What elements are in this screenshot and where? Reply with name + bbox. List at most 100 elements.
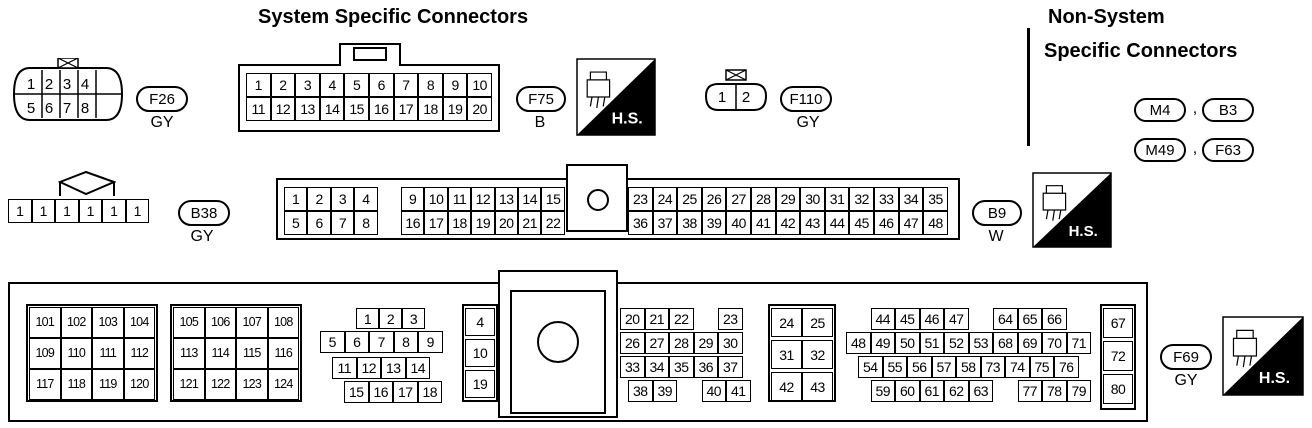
- connector-f75-tag: F75: [516, 86, 566, 112]
- connector-pin: 6: [344, 331, 369, 353]
- connector-pin: 80: [1103, 374, 1133, 404]
- connector-pin: 107: [236, 307, 268, 338]
- connector-pin: 2: [270, 73, 296, 97]
- connector-pin: 114: [204, 338, 236, 369]
- connector-pin: 11: [332, 357, 357, 379]
- connector-f69-tag: F69: [1160, 344, 1212, 370]
- connector-pin: 7: [330, 211, 355, 235]
- connector-pin: 49: [870, 332, 895, 354]
- connector-pin: 30: [718, 332, 743, 354]
- connector-pin: 8: [80, 100, 90, 117]
- connector-pin: 9: [401, 187, 425, 211]
- connector-pin: 67: [1103, 308, 1133, 338]
- f110-latch-mark: [725, 69, 747, 81]
- connector-pin: 25: [677, 187, 702, 211]
- connector-pin: 35: [923, 187, 948, 211]
- connector-pin: 73: [980, 356, 1005, 378]
- connector-pin: 39: [652, 380, 677, 402]
- connector-pin: 45: [895, 308, 920, 330]
- connector-pin: 120: [123, 369, 155, 400]
- connector-pin: 26: [620, 332, 645, 354]
- connector-pin: 58: [956, 356, 981, 378]
- hs-hand-icon: [1042, 185, 1067, 221]
- connector-f75-latch: [339, 43, 401, 66]
- connector-pin: 4: [465, 308, 495, 336]
- connector-f75-color: B: [534, 114, 546, 131]
- connector-pin: 101: [29, 307, 61, 338]
- connector-pin: 1: [102, 199, 126, 223]
- connector-pin: 10: [465, 339, 495, 367]
- connector-pin: 7: [62, 100, 72, 117]
- connector-pin: 36: [693, 356, 718, 378]
- connector-pin: 111: [92, 338, 124, 369]
- connector-pin: 57: [931, 356, 956, 378]
- connector-pin: 66: [1042, 308, 1067, 330]
- connector-m49-tag: M49: [1134, 138, 1186, 162]
- connector-pin: 119: [92, 369, 124, 400]
- tag-separator: ,: [1192, 140, 1198, 157]
- connector-pin: 28: [751, 187, 776, 211]
- connector-pin: 20: [467, 97, 492, 121]
- connector-pin: 2: [379, 308, 402, 329]
- connector-b3-tag: B3: [1202, 98, 1254, 122]
- connector-pin: 64: [993, 308, 1018, 330]
- connector-pin: 8: [418, 73, 443, 97]
- connector-pin: 21: [644, 308, 669, 330]
- connector-pin: 12: [356, 357, 381, 379]
- connector-pin: 55: [882, 356, 907, 378]
- non-system-heading-line2: Specific Connectors: [1044, 40, 1238, 62]
- connector-pin: 121: [173, 369, 205, 400]
- connector-pin: 13: [381, 357, 406, 379]
- connector-pin: 68: [993, 332, 1018, 354]
- connector-pin: 22: [669, 308, 694, 330]
- connector-pin: 31: [771, 340, 802, 369]
- b38-latch-sides: [59, 182, 115, 196]
- connector-pin: 47: [898, 211, 924, 235]
- non-system-heading-line1: Non-System: [1048, 6, 1165, 28]
- connector-pin: 17: [424, 211, 448, 235]
- connector-pin: 7: [393, 73, 419, 97]
- connector-pin: 79: [1066, 380, 1091, 402]
- harness-side-symbol: H.S.: [576, 58, 656, 136]
- connector-pin: 2: [307, 187, 331, 211]
- connector-pin: 77: [1017, 380, 1042, 402]
- connector-pin: 3: [402, 308, 425, 329]
- section-divider: [1027, 28, 1030, 146]
- connector-pin: 14: [518, 187, 542, 211]
- connector-pin: 16: [401, 211, 425, 235]
- hs-triangle: [577, 59, 655, 135]
- connector-pin: 4: [354, 187, 378, 211]
- connector-pin: 46: [919, 308, 944, 330]
- connector-pin: 2: [44, 76, 54, 93]
- connector-pin: 38: [677, 211, 702, 235]
- connector-pin: 23: [628, 187, 653, 211]
- connector-pin: 19: [465, 370, 495, 398]
- connector-pin: 14: [319, 97, 345, 121]
- connector-pin: 4: [80, 76, 90, 93]
- connector-pin: 18: [418, 97, 443, 121]
- connector-pin: 45: [849, 211, 874, 235]
- system-specific-heading: System Specific Connectors: [258, 6, 529, 28]
- connector-m4-tag: M4: [1134, 98, 1186, 122]
- connector-pin: 30: [800, 187, 825, 211]
- connector-pin: 27: [644, 332, 669, 354]
- connector-pin: 116: [267, 338, 299, 369]
- connector-pin: 20: [494, 211, 518, 235]
- hs-triangle: [1033, 173, 1111, 247]
- connector-pin: 33: [620, 356, 645, 378]
- connector-pin: 39: [701, 211, 727, 235]
- connector-pin: 69: [1017, 332, 1042, 354]
- connector-pin: 2: [741, 89, 751, 106]
- f26-latch-mark: [57, 58, 79, 69]
- connector-pin: 44: [824, 211, 850, 235]
- connector-pin: 50: [895, 332, 920, 354]
- connector-pin: 1: [246, 73, 271, 97]
- connector-pin: 29: [693, 332, 718, 354]
- connector-pin: 18: [417, 381, 442, 403]
- connector-pin: 117: [29, 369, 61, 400]
- connector-f69-lock-hole: [537, 321, 579, 363]
- connector-pin: 118: [60, 369, 92, 400]
- connector-pin: 35: [669, 356, 694, 378]
- connector-pin: 47: [944, 308, 969, 330]
